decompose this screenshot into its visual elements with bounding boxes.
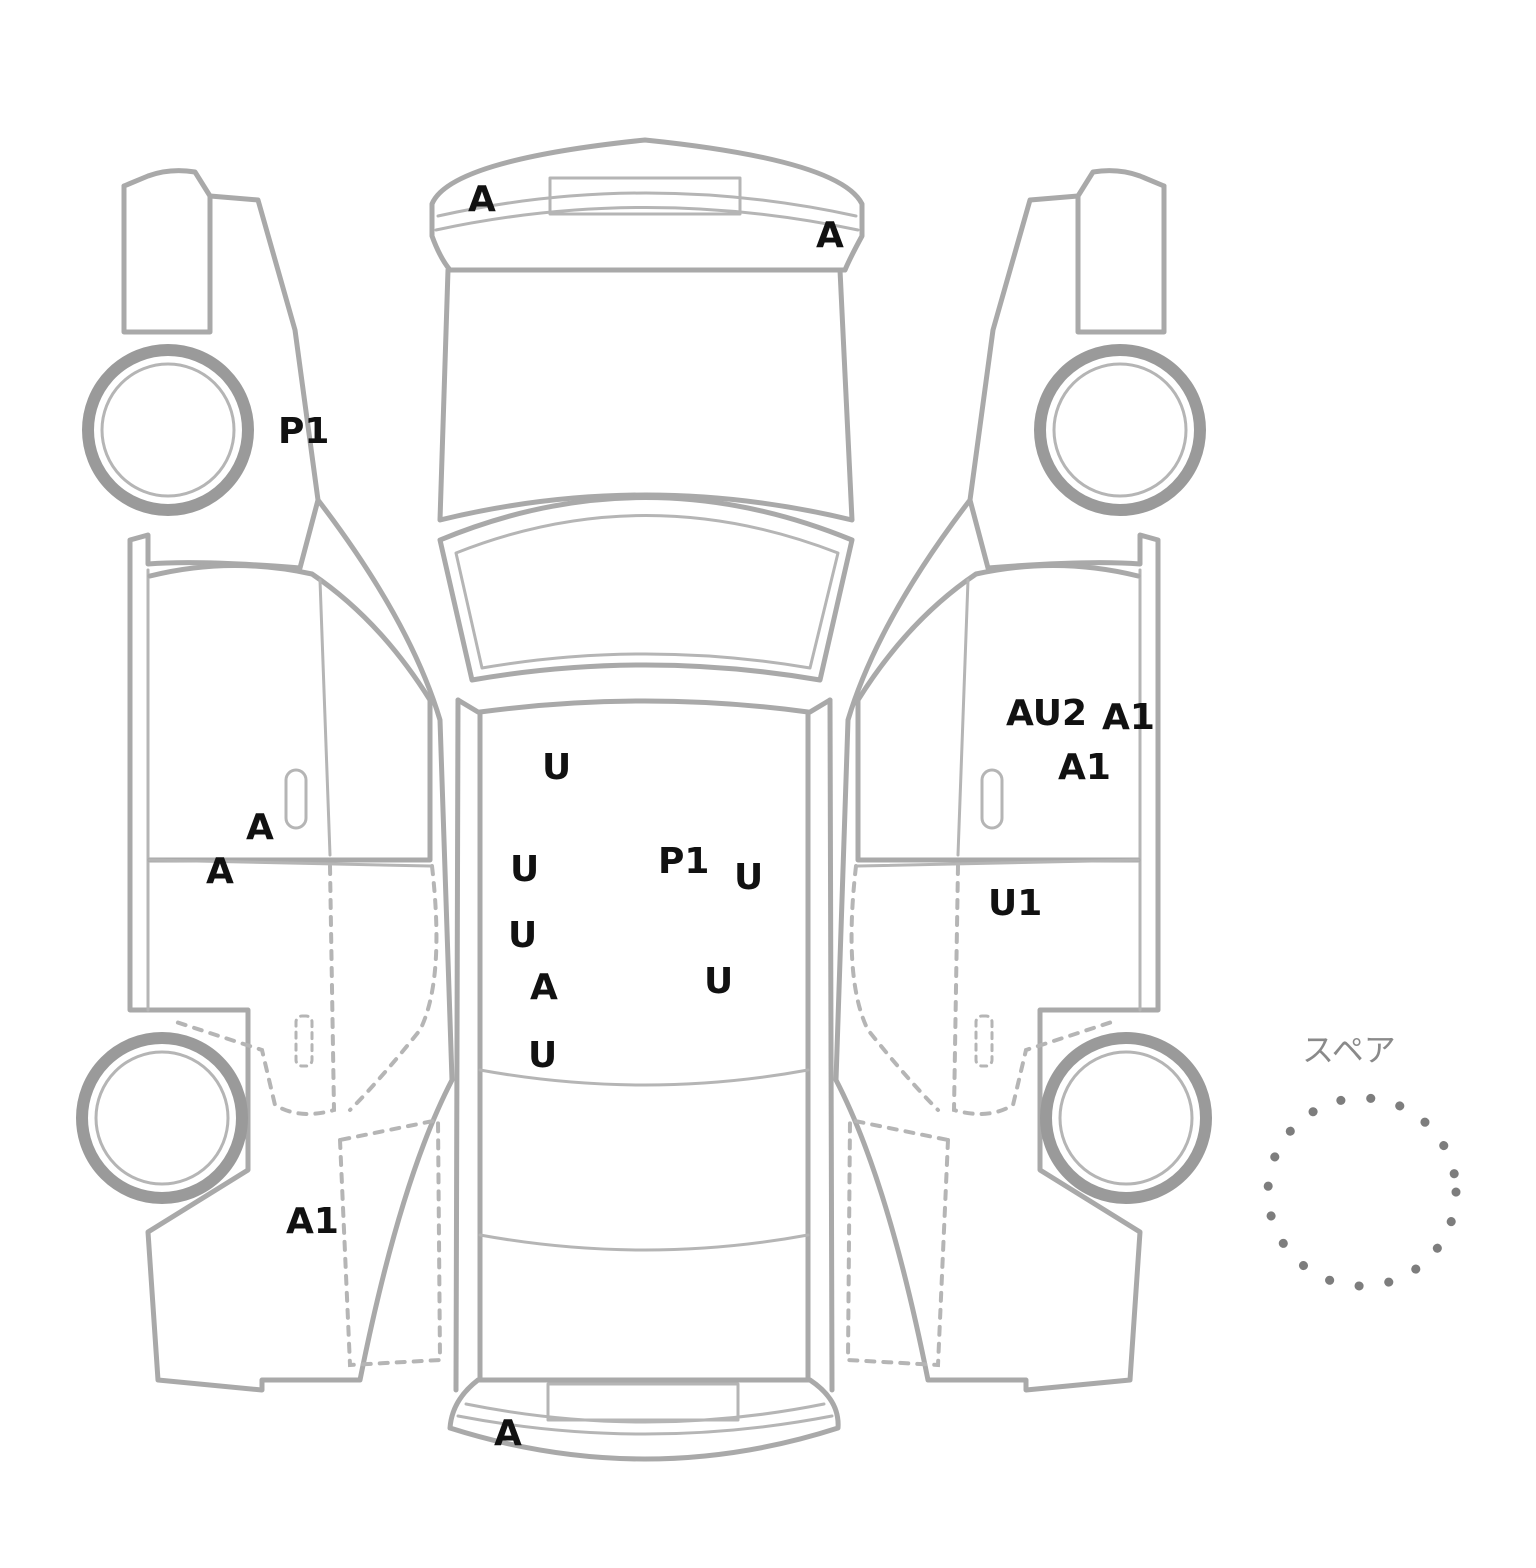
rear-bumper	[447, 1377, 841, 1462]
right-front-wheel	[1034, 344, 1206, 516]
damage-mark: A1	[286, 1201, 339, 1242]
damage-mark: U	[508, 915, 538, 956]
spare-tire-label: スペア	[1302, 1031, 1396, 1069]
windshield	[437, 495, 855, 683]
front-bumper	[429, 137, 865, 273]
left-front-wheel	[82, 344, 254, 516]
roof	[453, 697, 835, 1393]
damage-mark: A	[530, 967, 558, 1008]
right-side	[833, 168, 1167, 1393]
damage-mark: A	[206, 851, 234, 892]
damage-mark: A	[494, 1413, 522, 1454]
damage-mark: U1	[988, 883, 1043, 924]
damage-mark: U	[542, 747, 572, 788]
damage-mark: A1	[1058, 747, 1111, 788]
damage-mark: A1	[1102, 697, 1155, 738]
damage-mark: A	[246, 807, 274, 848]
damage-mark: A	[816, 215, 844, 256]
left-rear-wheel	[76, 1032, 248, 1204]
damage-mark: U	[510, 849, 540, 890]
damage-mark: U	[528, 1035, 558, 1076]
damage-mark: U	[734, 857, 764, 898]
right-rear-wheel	[1040, 1032, 1212, 1204]
left-side	[121, 168, 455, 1393]
spare-tire	[1263, 1093, 1461, 1291]
damage-mark: U	[704, 961, 734, 1002]
damage-mark: P1	[658, 841, 710, 882]
damage-mark: P1	[278, 411, 330, 452]
damage-mark: A	[468, 179, 496, 220]
damage-mark: AU2	[1006, 693, 1088, 734]
hood	[437, 267, 855, 523]
